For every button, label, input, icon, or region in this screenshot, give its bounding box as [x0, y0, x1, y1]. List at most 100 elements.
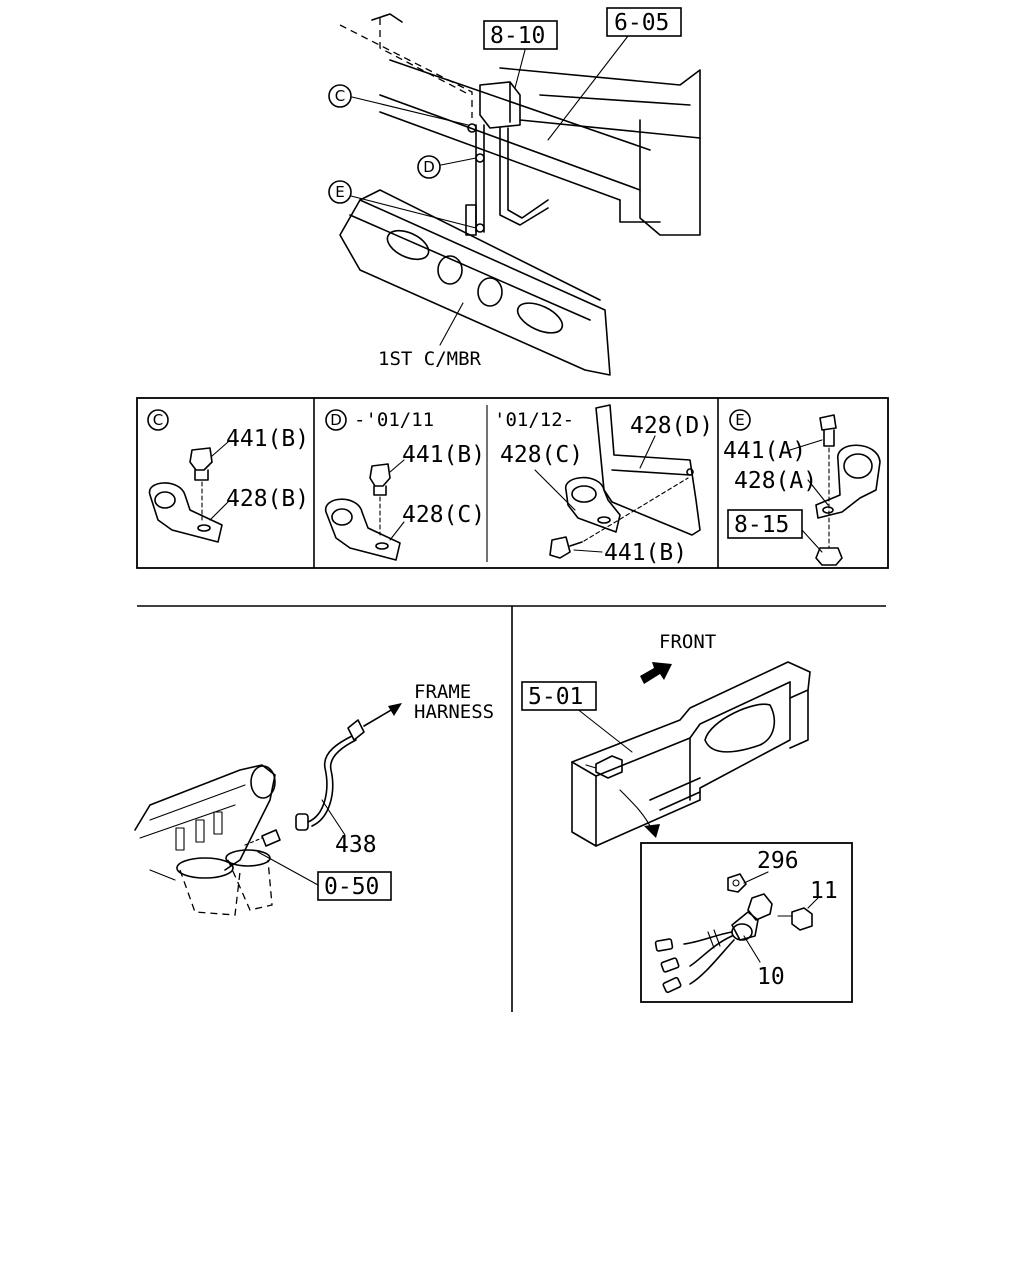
clip-loop-late — [571, 485, 597, 503]
clip-loop-c — [154, 491, 176, 509]
bracket-hole — [686, 468, 694, 476]
detail-panel: C 441(B) 428(B) D -'01/11 441(B) — [136, 397, 889, 569]
clip-loop-e — [843, 453, 873, 479]
bolt-441a-head — [819, 414, 837, 431]
bolt-441b-d — [369, 463, 391, 487]
ref-5-01-text: 5-01 — [528, 684, 583, 710]
leader-d — [440, 157, 477, 166]
detail-d-marker-text: D — [330, 411, 342, 429]
filter-housing-2 — [227, 859, 273, 911]
detail-d-late: '01/12- 428(C) 428(D) 441(B) — [494, 404, 713, 566]
engine-block-detail-1 — [149, 784, 246, 821]
top-assembly-view: 8-10 6-05 C D E 1ST C/MBR — [328, 7, 701, 376]
bolt-axis-late — [583, 477, 689, 542]
filter-top-2 — [225, 849, 271, 867]
clip-428c-late — [565, 476, 621, 533]
nut-296 — [727, 873, 747, 893]
detail-d-early: D -'01/11 441(B) 428(C) — [325, 409, 485, 561]
connector-3 — [662, 976, 682, 994]
detail-e-clip-label: 428(A) — [734, 468, 817, 494]
wire-tie-2 — [707, 931, 715, 949]
switch-wire-2 — [689, 935, 733, 967]
harness-connector — [347, 719, 365, 741]
leader-11 — [807, 897, 819, 909]
leader-c — [351, 96, 469, 126]
engine-fin-3 — [213, 811, 223, 835]
leader-member — [439, 302, 464, 346]
engine-lower-edge — [149, 869, 176, 881]
leader-441b-late — [573, 549, 603, 553]
ref-8-10-text: 8-10 — [490, 23, 545, 49]
part-11-label: 11 — [810, 878, 838, 904]
callout-c-circle — [328, 84, 352, 108]
front-arrow — [640, 662, 672, 684]
vertical-pipe-4 — [507, 127, 549, 219]
bracket-fold — [611, 469, 691, 476]
part-438-label: 438 — [335, 832, 377, 858]
sensor-axis — [244, 837, 263, 846]
switch-wire-3 — [689, 939, 735, 985]
switch-bracket — [747, 893, 773, 921]
engine-block-detail-2 — [139, 804, 236, 839]
harness-label-line2: HARNESS — [414, 701, 494, 723]
detail-d-range-late: '01/12- — [494, 409, 574, 431]
front-label: FRONT — [659, 631, 716, 653]
clip-428a-e — [815, 444, 881, 519]
harness-grommet — [295, 813, 309, 831]
first-crossmember — [339, 199, 611, 376]
crossmember-right — [499, 67, 701, 236]
clamp-c — [467, 123, 477, 133]
leader-438 — [321, 799, 346, 836]
bolt-441b-c — [189, 447, 213, 471]
leader-8-10 — [514, 49, 526, 89]
connector-2 — [660, 957, 680, 973]
callout-d-text: D — [423, 158, 435, 176]
sensor-wire-b — [311, 739, 357, 827]
vertical-pipe-3 — [499, 127, 549, 226]
leader-428a-e — [807, 479, 829, 506]
harness-arrow-head — [388, 703, 402, 716]
crossmember-hole-1 — [386, 229, 430, 261]
ref-box-6-05 — [606, 7, 682, 37]
ref-box-0-50 — [317, 871, 392, 901]
ref-box-5-01 — [521, 681, 597, 711]
sensor-body — [261, 829, 281, 847]
crossmember-edge-2 — [539, 94, 691, 106]
detail-d-bolt-label: 441(B) — [402, 442, 485, 468]
leader-441b-d — [389, 459, 405, 473]
clamp-e — [475, 223, 485, 233]
upper-pipe-dashed-2 — [379, 18, 471, 96]
crossmember-hole-2 — [437, 255, 463, 285]
leader-428c-d — [389, 521, 405, 541]
clip-428c-d — [325, 498, 401, 561]
leader-10 — [743, 935, 761, 963]
clip-loop-d — [331, 508, 353, 526]
leader-428c-late — [534, 469, 576, 511]
callout-e-circle — [328, 180, 352, 204]
filter-top-1 — [176, 857, 234, 879]
detail-c-bolt-label: 441(B) — [226, 426, 309, 452]
clip-hole-c — [197, 524, 211, 532]
callout-d-circle — [417, 155, 441, 179]
frame-rear — [789, 689, 809, 749]
ref-box-8-10 — [483, 20, 558, 50]
nut-296-hole — [732, 879, 740, 887]
detail-d-late-clip-label: 428(C) — [500, 442, 583, 468]
leader-428d-late — [639, 435, 656, 469]
leader-8-15 — [801, 529, 823, 553]
clip-hole-e — [822, 506, 834, 514]
bolt-441a-shank — [823, 429, 835, 447]
clip-428b-c — [148, 482, 223, 543]
frame-left — [571, 761, 701, 847]
detail-e: E 441(A) 428(A) 8-15 — [723, 409, 881, 566]
detail-pointer-arrow — [644, 824, 660, 838]
switch-detail-inset — [640, 842, 853, 1003]
frame-rail-mid — [379, 94, 641, 191]
bolt-shank-d — [373, 485, 387, 496]
leader-e — [350, 195, 477, 229]
bracket-428d — [595, 404, 701, 536]
crossmember-edge — [519, 119, 701, 139]
leader-6-05 — [547, 35, 629, 141]
